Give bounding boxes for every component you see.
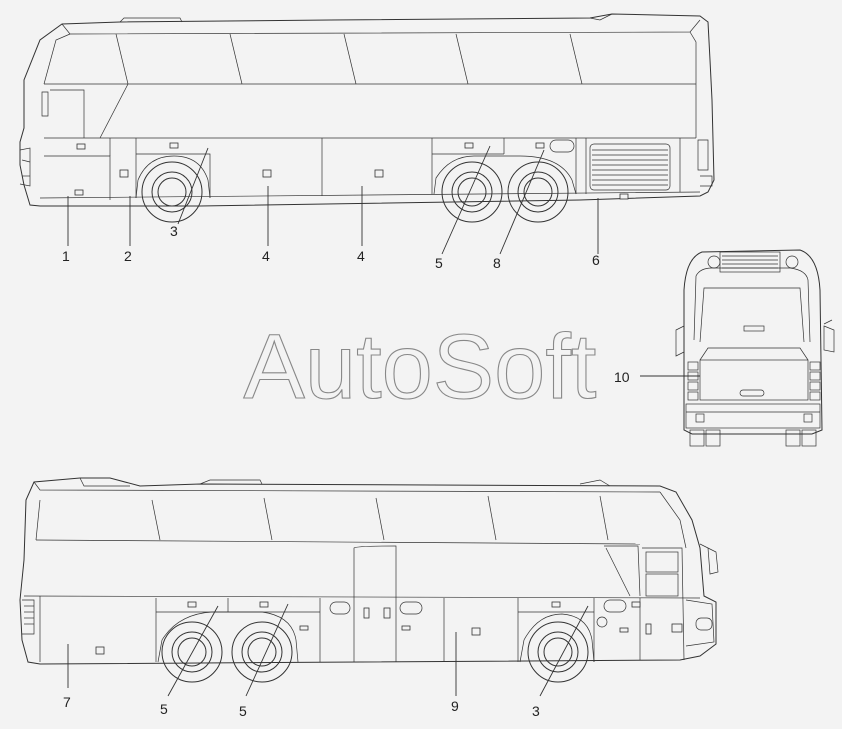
bottom-view-leaders [67, 603, 589, 697]
callout-5a-bottom: 5 [160, 701, 168, 717]
bottom-view-callouts: 7 5 5 9 3 [63, 694, 540, 719]
callout-7-bottom: 7 [63, 694, 71, 710]
bus-side-view-top [19, 13, 715, 223]
watermark-logo: AutoSoft [244, 316, 597, 418]
bus-rear-view [675, 249, 835, 447]
callout-10-rear: 10 [614, 369, 630, 385]
rear-wheel-2-top [507, 161, 569, 223]
callout-2-top: 2 [124, 248, 132, 264]
callout-4b-top: 4 [357, 248, 365, 264]
callout-3-top: 3 [170, 223, 178, 239]
top-view-leaders [67, 145, 599, 255]
top-view-callouts: 1 2 3 4 4 5 8 6 [62, 223, 600, 271]
rear-wheel-1-top [441, 161, 503, 223]
bus-side-view-bottom [19, 477, 719, 683]
callout-9-bottom: 9 [451, 698, 459, 714]
callout-4a-top: 4 [262, 248, 270, 264]
callout-6-top: 6 [592, 252, 600, 268]
callout-1-top: 1 [62, 248, 70, 264]
front-wheel-bottom [527, 621, 589, 683]
callout-5b-bottom: 5 [239, 703, 247, 719]
callout-5-top: 5 [435, 255, 443, 271]
rear-wheel-1-bottom [161, 621, 223, 683]
callout-8-top: 8 [493, 255, 501, 271]
rear-wheel-2-bottom [231, 621, 293, 683]
front-wheel-top [141, 161, 203, 223]
callout-3-bottom: 3 [532, 703, 540, 719]
